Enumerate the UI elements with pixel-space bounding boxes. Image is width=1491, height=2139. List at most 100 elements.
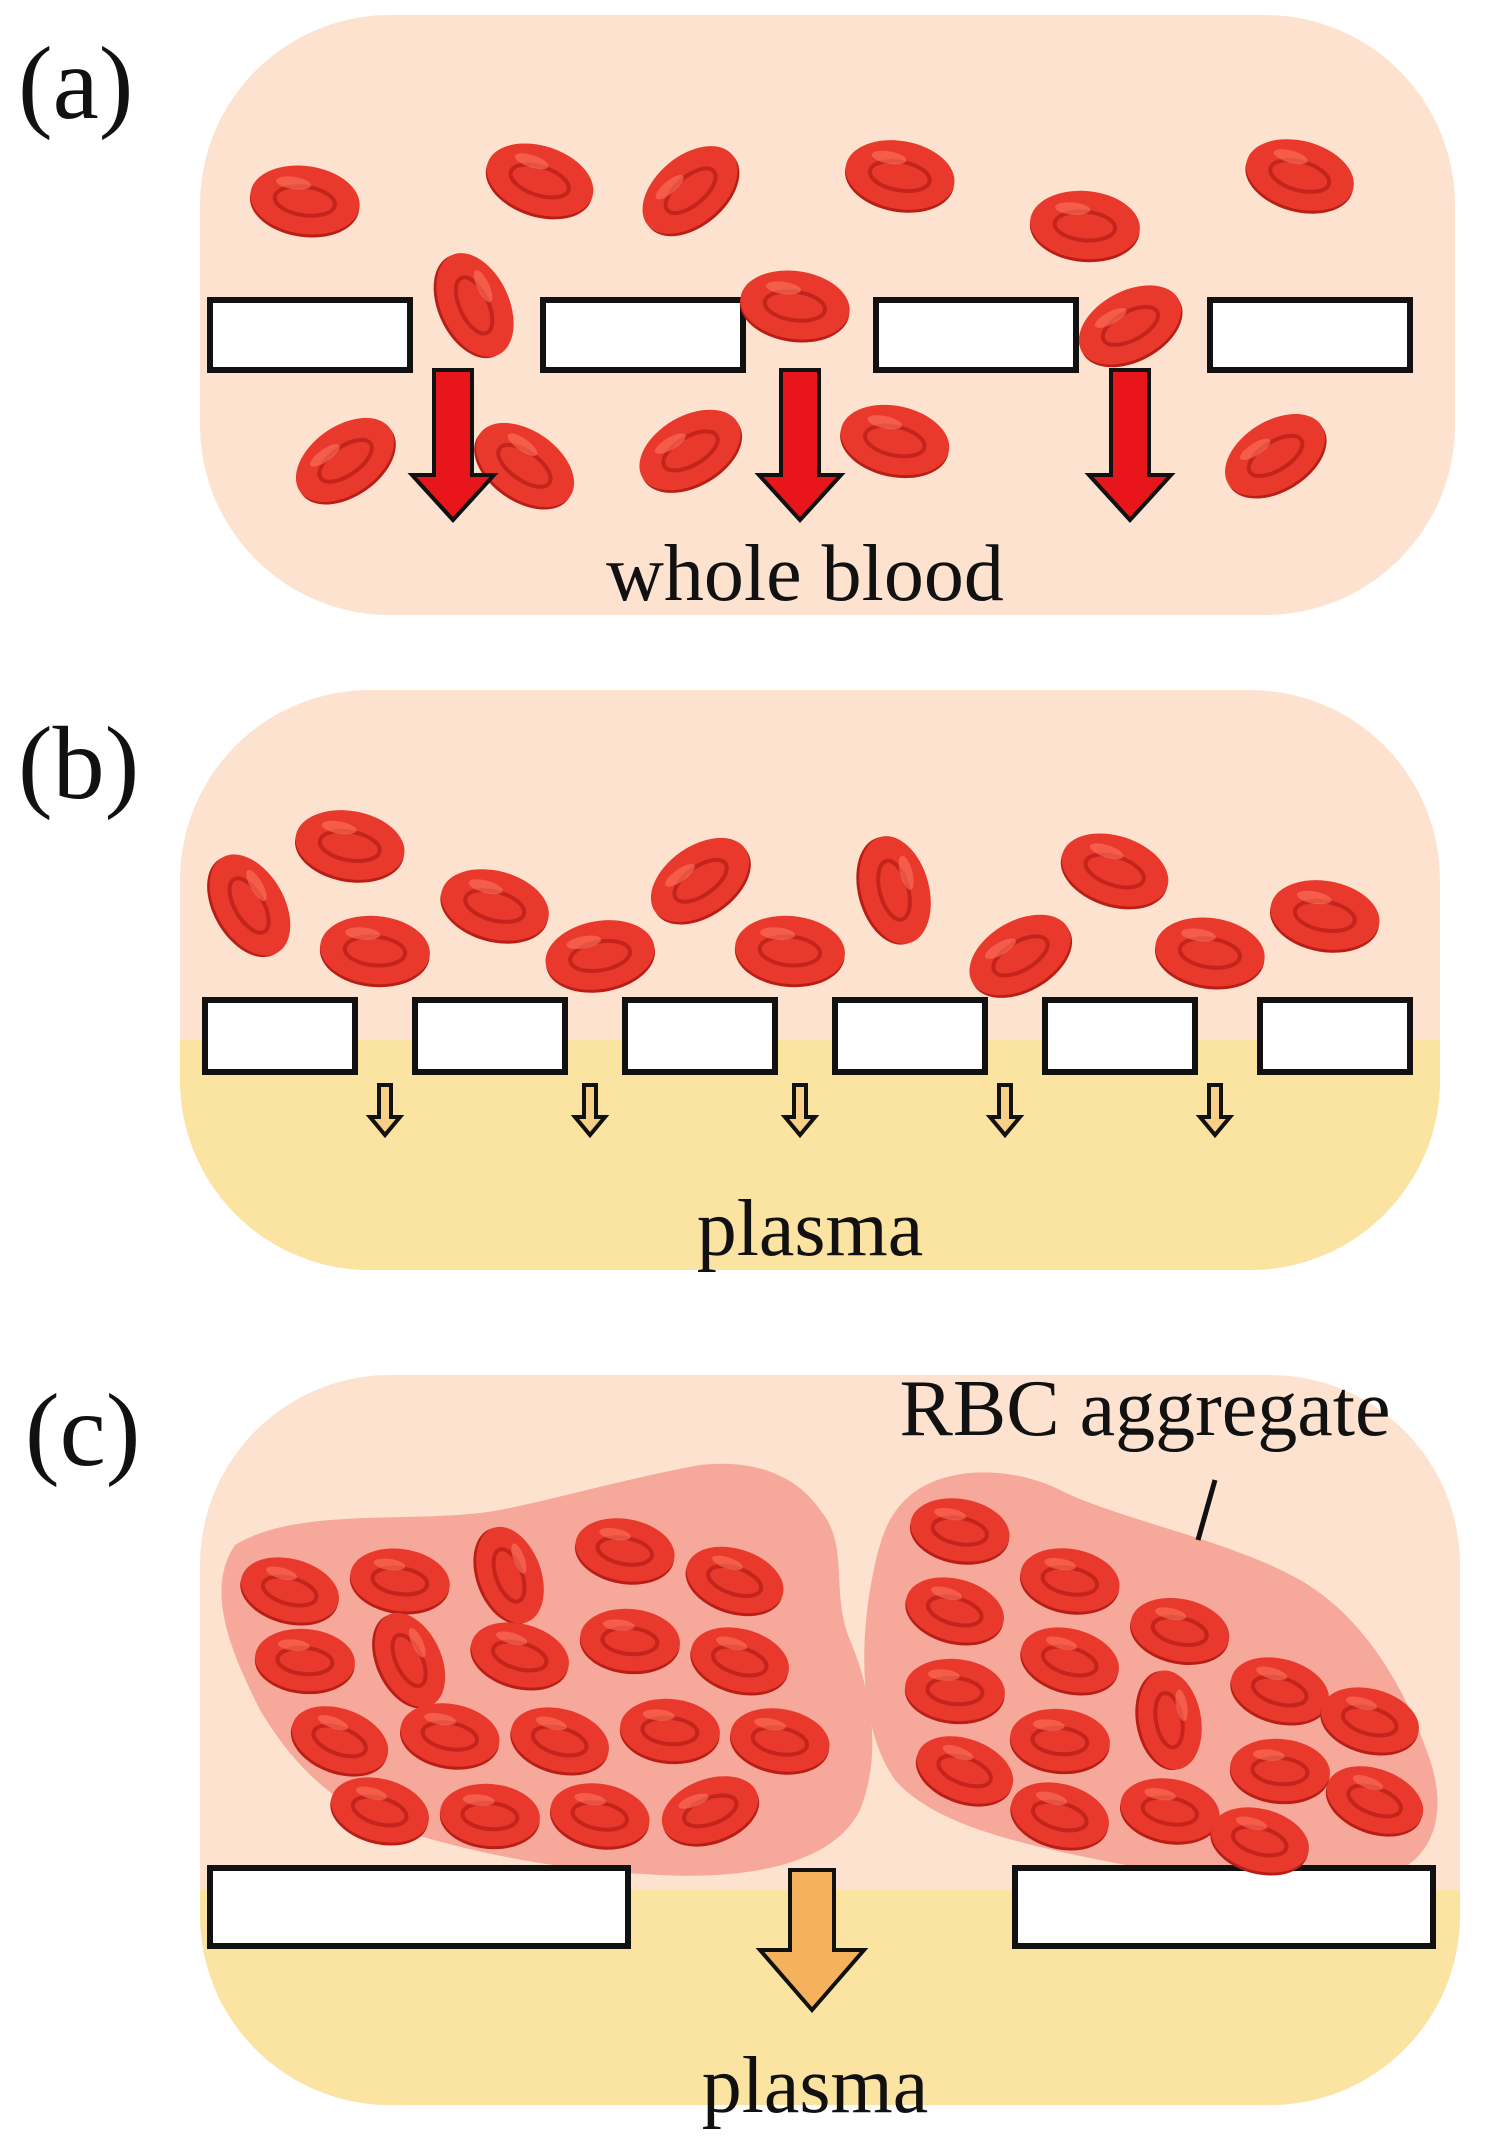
- red-blood-cell: [1135, 1670, 1202, 1771]
- red-blood-cell: [1245, 139, 1354, 214]
- filter-bar: [622, 997, 778, 1075]
- panel-b-letter: (b): [18, 706, 139, 821]
- red-blood-cell: [1019, 1548, 1120, 1615]
- panel-c-red-blood-cells: [240, 1498, 1424, 1876]
- red-blood-cell: [642, 146, 740, 237]
- red-blood-cell: [294, 810, 405, 883]
- red-blood-cell: [1060, 833, 1169, 910]
- red-blood-cell: [549, 1783, 650, 1850]
- red-blood-cell: [1269, 880, 1380, 953]
- red-blood-cell: [969, 914, 1073, 998]
- panel-a-filter-bars: [207, 297, 1413, 373]
- red-blood-cell: [207, 854, 291, 958]
- small-down-arrow-icon: [570, 1083, 610, 1139]
- red-blood-cell: [909, 1498, 1010, 1565]
- red-blood-cell: [349, 1548, 450, 1615]
- red-blood-cell: [579, 1608, 680, 1675]
- red-blood-cell: [685, 1546, 784, 1617]
- red-blood-cell: [474, 422, 575, 510]
- rbc-aggregate-label: RBC aggregate: [900, 1365, 1391, 1453]
- panel-b-caption: plasma: [697, 1185, 924, 1273]
- red-blood-cell: [729, 1708, 830, 1775]
- red-blood-cell: [739, 270, 850, 343]
- red-blood-cell: [904, 1658, 1005, 1725]
- panel-a-letter: (a): [18, 26, 133, 141]
- red-blood-cell: [844, 140, 955, 213]
- red-blood-cell: [485, 143, 594, 220]
- red-blood-cell: [399, 1703, 500, 1770]
- red-blood-cell: [690, 1627, 789, 1696]
- red-blood-cell: [840, 404, 950, 479]
- plasma-down-arrow-icon: [755, 1868, 869, 2014]
- red-blood-cell: [470, 1622, 569, 1691]
- small-down-arrow-icon: [985, 1083, 1025, 1139]
- red-blood-cell: [661, 1776, 760, 1847]
- filter-bar: [1042, 997, 1198, 1075]
- filter-bar: [832, 997, 988, 1075]
- red-blood-cell: [915, 1736, 1014, 1807]
- red-blood-cell: [619, 1698, 720, 1765]
- filter-bar: [202, 997, 358, 1075]
- red-blood-cell: [1224, 414, 1327, 499]
- red-blood-cell: [1009, 1708, 1110, 1775]
- small-down-arrow-icon: [365, 1083, 405, 1139]
- red-blood-cell: [290, 1706, 389, 1777]
- red-blood-cell: [249, 165, 360, 238]
- filter-bar: [207, 297, 413, 373]
- red-blood-cell: [372, 1612, 446, 1709]
- red-blood-cell: [440, 869, 549, 944]
- filter-bar: [1207, 297, 1413, 373]
- red-blood-cell: [1210, 1807, 1309, 1876]
- red-blood-cell: [1154, 917, 1265, 990]
- panel-b-red-blood-cells: [207, 810, 1380, 998]
- red-blood-cell: [1230, 1657, 1329, 1726]
- panel-c-plasma-arrow: [755, 1868, 869, 2014]
- red-blood-cell: [856, 836, 931, 945]
- filter-bar: [1012, 1865, 1436, 1949]
- filter-bar: [540, 297, 746, 373]
- red-blood-cell: [473, 1526, 544, 1625]
- filter-bar: [873, 297, 1079, 373]
- aggregate-pointer-line: [1195, 1479, 1218, 1541]
- red-blood-cell: [734, 915, 845, 988]
- red-blood-cell: [639, 409, 743, 493]
- red-blood-cell: [574, 1518, 675, 1585]
- panel-a: (a) whole blood: [18, 15, 1455, 618]
- panel-c-letter: (c): [25, 1373, 140, 1488]
- red-blood-cell: [545, 920, 656, 993]
- panel-a-flow-arrows: [407, 368, 1176, 523]
- red-blood-cell: [254, 1628, 355, 1695]
- panel-c: (c) RBC aggregate plasma: [25, 1365, 1460, 2130]
- panel-c-caption: plasma: [702, 2042, 929, 2130]
- red-blood-cell: [433, 253, 514, 359]
- small-down-arrow-icon: [1195, 1083, 1235, 1139]
- red-blood-cell: [1130, 1597, 1230, 1665]
- down-arrow-icon: [754, 368, 846, 523]
- down-arrow-icon: [407, 368, 499, 523]
- panel-b-plasma-region: [180, 1040, 1440, 1270]
- red-blood-cell: [650, 837, 751, 925]
- red-blood-cell: [295, 417, 396, 505]
- down-arrow-icon: [1084, 368, 1176, 523]
- red-blood-cell: [1020, 1627, 1119, 1696]
- red-blood-cell: [1320, 1687, 1419, 1756]
- filter-bar: [207, 1865, 631, 1949]
- filter-bar: [1257, 997, 1413, 1075]
- red-blood-cell: [439, 1783, 540, 1850]
- red-blood-cell: [240, 1557, 339, 1626]
- red-blood-cell: [1010, 1782, 1109, 1851]
- red-blood-cell: [1029, 190, 1140, 263]
- small-down-arrow-icon: [780, 1083, 820, 1139]
- red-blood-cell: [1325, 1766, 1424, 1837]
- panel-a-caption: whole blood: [606, 530, 1004, 618]
- filter-bar: [412, 997, 568, 1075]
- red-blood-cell: [1229, 1738, 1330, 1805]
- panel-c-filter-bars: [207, 1865, 1436, 1949]
- panel-b-plasma-arrows: [365, 1083, 1235, 1139]
- red-blood-cell: [319, 915, 430, 988]
- red-blood-cell: [510, 1707, 609, 1776]
- red-blood-cell: [905, 1577, 1004, 1646]
- red-blood-cell: [1078, 285, 1183, 368]
- panel-b: (b) plasma: [18, 690, 1440, 1273]
